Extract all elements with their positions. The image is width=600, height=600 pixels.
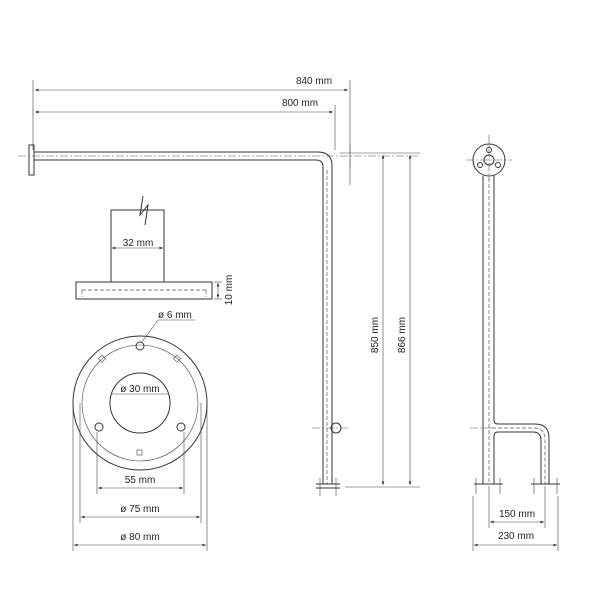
dim-10-label: 10 mm	[224, 275, 235, 306]
dim-80-label: ø 80 mm	[120, 532, 159, 543]
dim-55-label: 55 mm	[125, 475, 156, 486]
dim-30-label: ø 30 mm	[120, 384, 159, 395]
dim-150-label: 150 mm	[499, 509, 535, 520]
dim-230-label: 230 mm	[498, 531, 534, 542]
plate-section-detail: 32 mm 10 mm	[75, 195, 235, 306]
break-mark	[139, 195, 149, 226]
dim-6-label: ø 6 mm	[158, 310, 192, 321]
side-view: 150 mm 230 mm	[466, 135, 560, 551]
dim-840-label: 840 mm	[296, 76, 332, 87]
dim-850-label: 850 mm	[370, 317, 381, 353]
dim-866-label: 866 mm	[397, 317, 408, 353]
plate-top-view: ø 6 mm ø 30 mm 55 mm ø 75 mm ø 80 mm	[72, 310, 208, 551]
dim-800-label: 800 mm	[282, 98, 318, 109]
grab-bar-inner	[34, 159, 324, 484]
dim-75-label: ø 75 mm	[120, 504, 159, 515]
front-view: 840 mm 800 mm 850 mm 866 mm	[18, 76, 420, 496]
dim-32-label: 32 mm	[123, 238, 154, 249]
grab-bar-outer	[34, 151, 333, 484]
